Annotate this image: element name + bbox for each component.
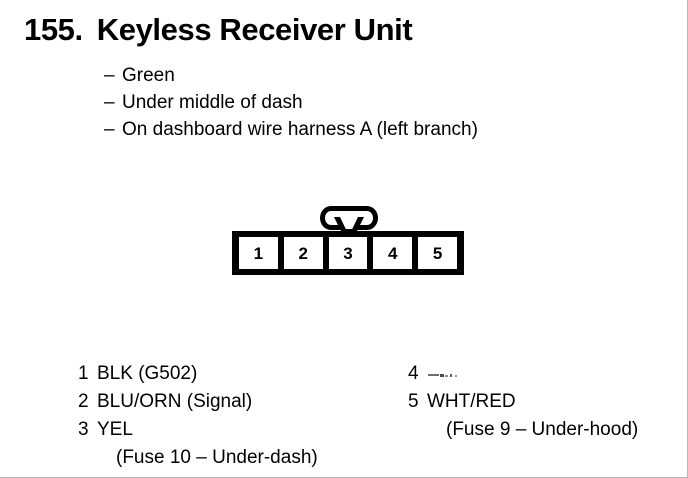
legend-pin-number: 1 [78,363,89,384]
latch-neck-inner [340,217,358,229]
list-item-label: On dashboard wire harness A (left branch… [122,119,478,140]
illegible-label-artifact [427,364,461,383]
pin-legend-left: 1 BLK (G502) 2 BLU/ORN (Signal) 3 YEL (F… [78,360,318,472]
connector-latch-icon [320,206,378,234]
connector-cavity-5: 5 [418,237,457,269]
page-title-text: Keyless Receiver Unit [96,12,413,47]
connector-cavity-4: 4 [373,237,413,269]
legend-pin-label: WHT/RED [427,391,516,412]
legend-pin-number: 3 [78,419,89,440]
legend-pin-label: YEL [97,419,133,440]
list-item: –On dashboard wire harness A (left branc… [104,116,478,143]
pin-legend-right: 4 5 WHT/RED (Fuse 9 – Under-hood) [408,360,638,444]
legend-pin-source: (Fuse 9 – Under-hood) [446,419,639,440]
legend-pin-source: (Fuse 10 – Under-dash) [116,447,318,468]
legend-pin-number: 2 [78,391,89,412]
connector-cavity-1: 1 [239,237,278,269]
dash-icon: – [104,65,115,86]
page-number: 155. [24,12,83,47]
legend-row-pin-2: 2 BLU/ORN (Signal) [78,388,318,416]
legend-row-pin-1: 1 BLK (G502) [78,360,318,388]
legend-pin-label: BLK (G502) [97,363,198,384]
connector-cavity-2: 2 [283,237,323,269]
legend-pin-number: 4 [408,363,419,384]
legend-pin-label: BLU/ORN (Signal) [97,391,253,412]
connector-shell: 1 2 3 4 5 [232,231,464,275]
legend-row-pin-5: 5 WHT/RED (Fuse 9 – Under-hood) [408,388,638,444]
legend-row-pin-4: 4 [408,360,638,388]
list-item-label: Under middle of dash [122,92,303,113]
page-title: 155. Keyless Receiver Unit [24,12,413,48]
dash-icon: – [104,119,115,140]
detail-list: –Green –Under middle of dash –On dashboa… [104,62,478,143]
legend-row-pin-3: 3 YEL (Fuse 10 – Under-dash) [78,416,318,472]
dash-icon: – [104,92,115,113]
connector-cavity-3: 3 [328,237,368,269]
list-item: –Under middle of dash [104,89,478,116]
list-item-label: Green [122,65,175,86]
list-item: –Green [104,62,478,89]
connector-diagram: 1 2 3 4 5 [232,206,464,278]
legend-pin-number: 5 [408,391,419,412]
